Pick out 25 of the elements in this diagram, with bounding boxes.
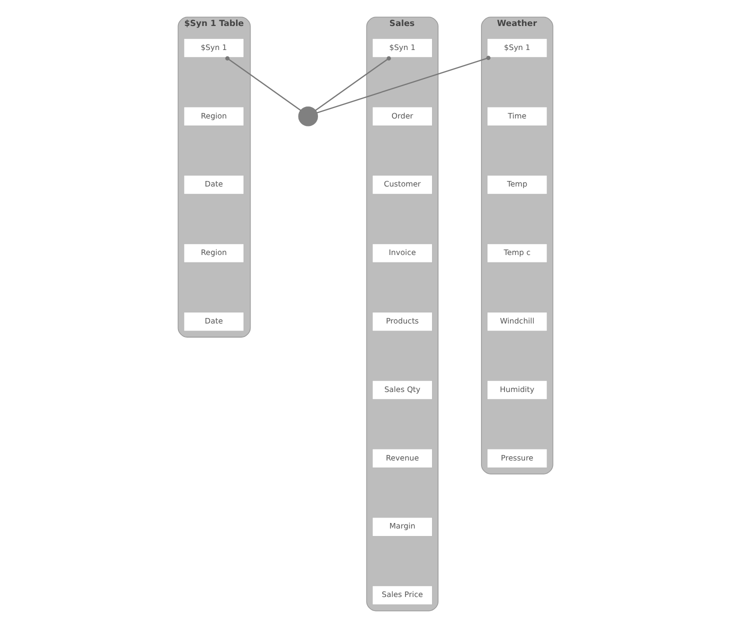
connector — [316, 56, 490, 114]
node-box: Date — [183, 312, 244, 332]
node-box: Region — [183, 106, 244, 126]
node-box: Sales Qty — [372, 380, 433, 400]
node-box: Temp — [486, 174, 548, 195]
node-box: Revenue — [372, 448, 433, 468]
node-box: Margin — [372, 516, 433, 537]
connector — [225, 56, 302, 111]
node-box: $Syn 1 — [486, 38, 548, 58]
node-box: Invoice — [372, 243, 433, 264]
node-box: Customer — [372, 174, 433, 195]
node-box: Sales Price — [372, 585, 433, 606]
node-box: Time — [486, 106, 548, 126]
node-box: Temp c — [486, 243, 548, 264]
node-box: Windchill — [486, 312, 548, 332]
node-box: Humidity — [486, 380, 548, 400]
node-box: Order — [372, 106, 433, 126]
node-box: Products — [372, 312, 433, 332]
node-box: Date — [183, 174, 244, 195]
connector — [315, 56, 391, 111]
node-box: Region — [183, 243, 244, 264]
node-box: $Syn 1 — [183, 38, 244, 58]
node-circle — [298, 106, 318, 126]
node-box: $Syn 1 — [372, 38, 433, 58]
node-box: Pressure — [486, 448, 548, 468]
